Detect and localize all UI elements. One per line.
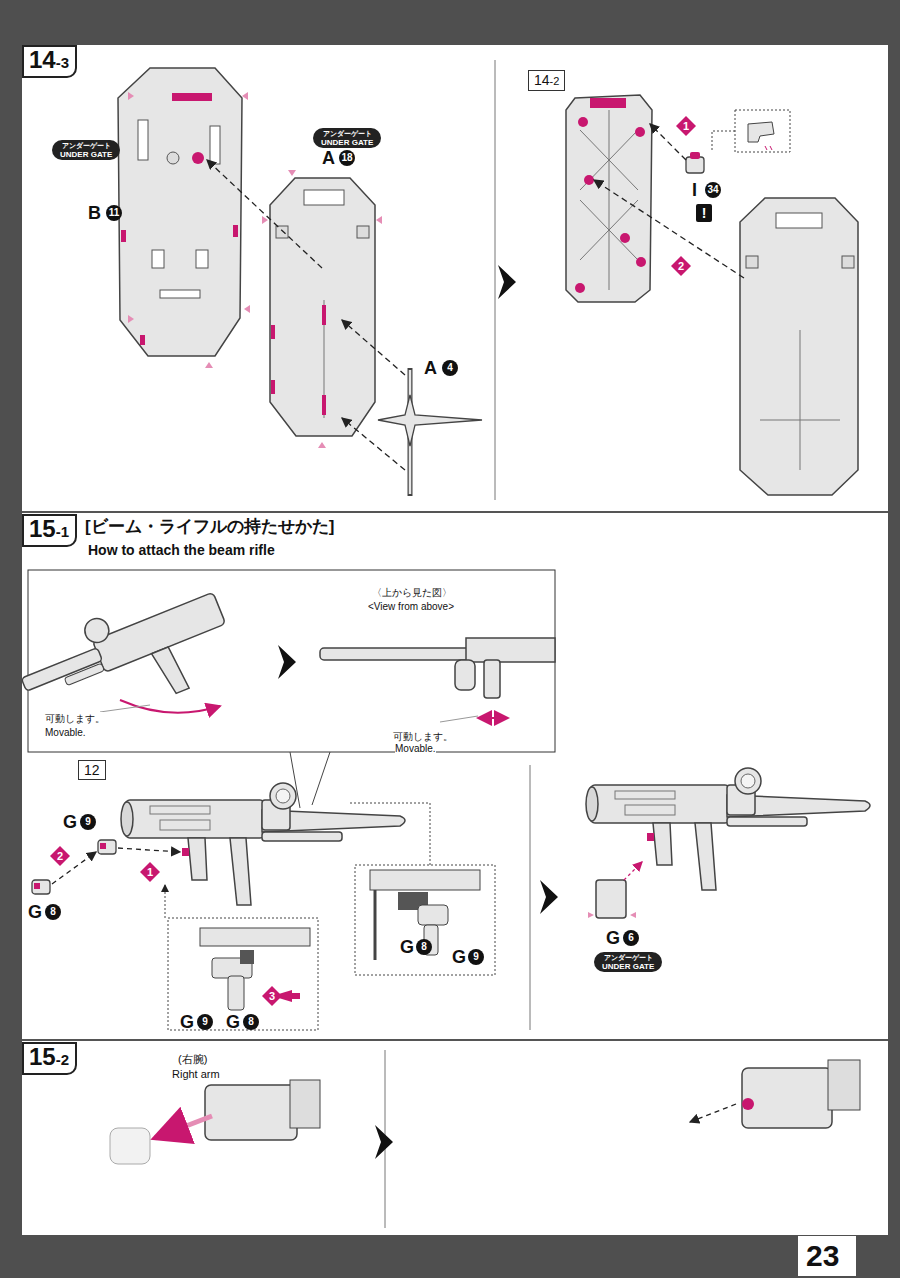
part-number: 34 — [705, 182, 721, 198]
page-number: 23 — [800, 1238, 845, 1274]
step-number: 14-3 — [22, 45, 77, 78]
part-letter: G — [400, 937, 414, 957]
part-letter: G — [452, 947, 466, 967]
step-number: 15-2 — [22, 1042, 77, 1075]
node-text: 14 — [534, 72, 550, 88]
part-number: 9 — [80, 814, 96, 830]
node-text: 12 — [84, 762, 100, 778]
part-letter: A — [322, 148, 335, 168]
node-text: -2 — [550, 75, 560, 87]
note-text: Movable. — [45, 726, 86, 739]
part-letter: I — [692, 180, 697, 200]
part-letter: G — [28, 902, 42, 922]
node-text: UNDER GATE — [60, 150, 112, 159]
step-heading: How to attach the beam rifle — [88, 541, 275, 559]
part-letter: G — [226, 1012, 240, 1032]
node-text: 15 — [29, 515, 56, 542]
part-number: 9 — [197, 1014, 213, 1030]
note-text: 〈上から見た図〉 — [372, 586, 452, 599]
sub-step-number: 12 — [78, 760, 106, 780]
node-text: -3 — [56, 54, 69, 71]
part-number: 11 — [106, 205, 122, 221]
under-gate-badge: アンダーゲートUNDER GATE — [594, 952, 662, 972]
note-text: 可動します。 — [45, 712, 105, 725]
node-text: アンダーゲート — [602, 953, 654, 962]
part-number: 4 — [442, 360, 458, 376]
node-text: -1 — [56, 523, 69, 540]
under-gate-badge: アンダーゲートUNDER GATE — [52, 140, 120, 160]
sub-step-number: 14-2 — [528, 70, 565, 91]
note-text: Right arm — [172, 1067, 220, 1081]
node-text: アンダーゲート — [321, 129, 373, 138]
part-letter: A — [424, 358, 437, 378]
note-text: <View from above> — [368, 600, 454, 613]
part-letter: G — [180, 1012, 194, 1032]
node-text: -2 — [56, 1051, 69, 1068]
node-text: 14 — [29, 46, 56, 73]
part-number: 8 — [45, 904, 61, 920]
part-letter: G — [63, 812, 77, 832]
note-text: (右腕) — [178, 1052, 207, 1066]
step-heading: [ビーム・ライフルの持たせかた] — [85, 516, 334, 538]
part-number: 6 — [623, 930, 639, 946]
under-gate-badge: アンダーゲートUNDER GATE — [313, 128, 381, 148]
part-number: 18 — [339, 150, 355, 166]
part-number: 9 — [468, 949, 484, 965]
node-text: アンダーゲート — [60, 141, 112, 150]
part-number: 8 — [243, 1014, 259, 1030]
part-number: 8 — [416, 939, 432, 955]
caution-mark: ! — [696, 204, 712, 222]
node-text: UNDER GATE — [602, 962, 654, 971]
step-number: 15-1 — [22, 514, 77, 547]
node-text: UNDER GATE — [321, 138, 373, 147]
node-text: 15 — [29, 1043, 56, 1070]
part-letter: G — [606, 928, 620, 948]
part-letter: B — [88, 203, 101, 223]
note-text: Movable. — [395, 742, 436, 755]
node-text: 23 — [806, 1239, 839, 1272]
